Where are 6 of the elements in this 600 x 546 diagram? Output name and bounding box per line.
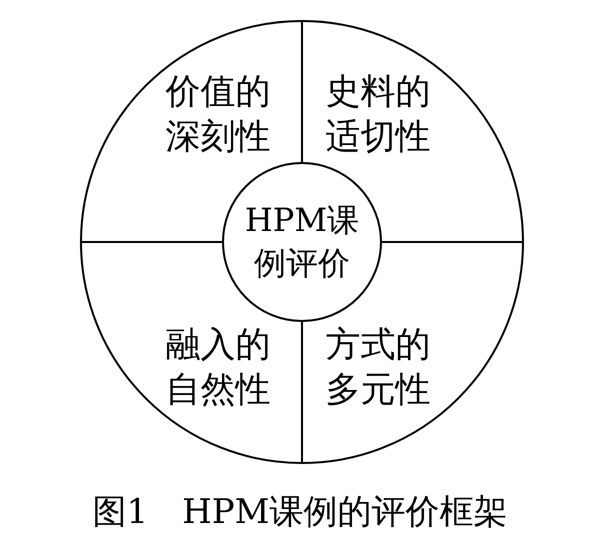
quadrant-label: 方式的多元性	[320, 321, 436, 415]
quadrant-label: 融入的自然性	[160, 321, 276, 415]
quadrant-label: 史料的适切性	[320, 68, 436, 162]
quadrant-label: 价值的深刻性	[160, 68, 276, 162]
figure-caption: 图1 HPM课例的评价框架	[92, 491, 508, 534]
center-label: HPM课例评价	[244, 200, 360, 284]
